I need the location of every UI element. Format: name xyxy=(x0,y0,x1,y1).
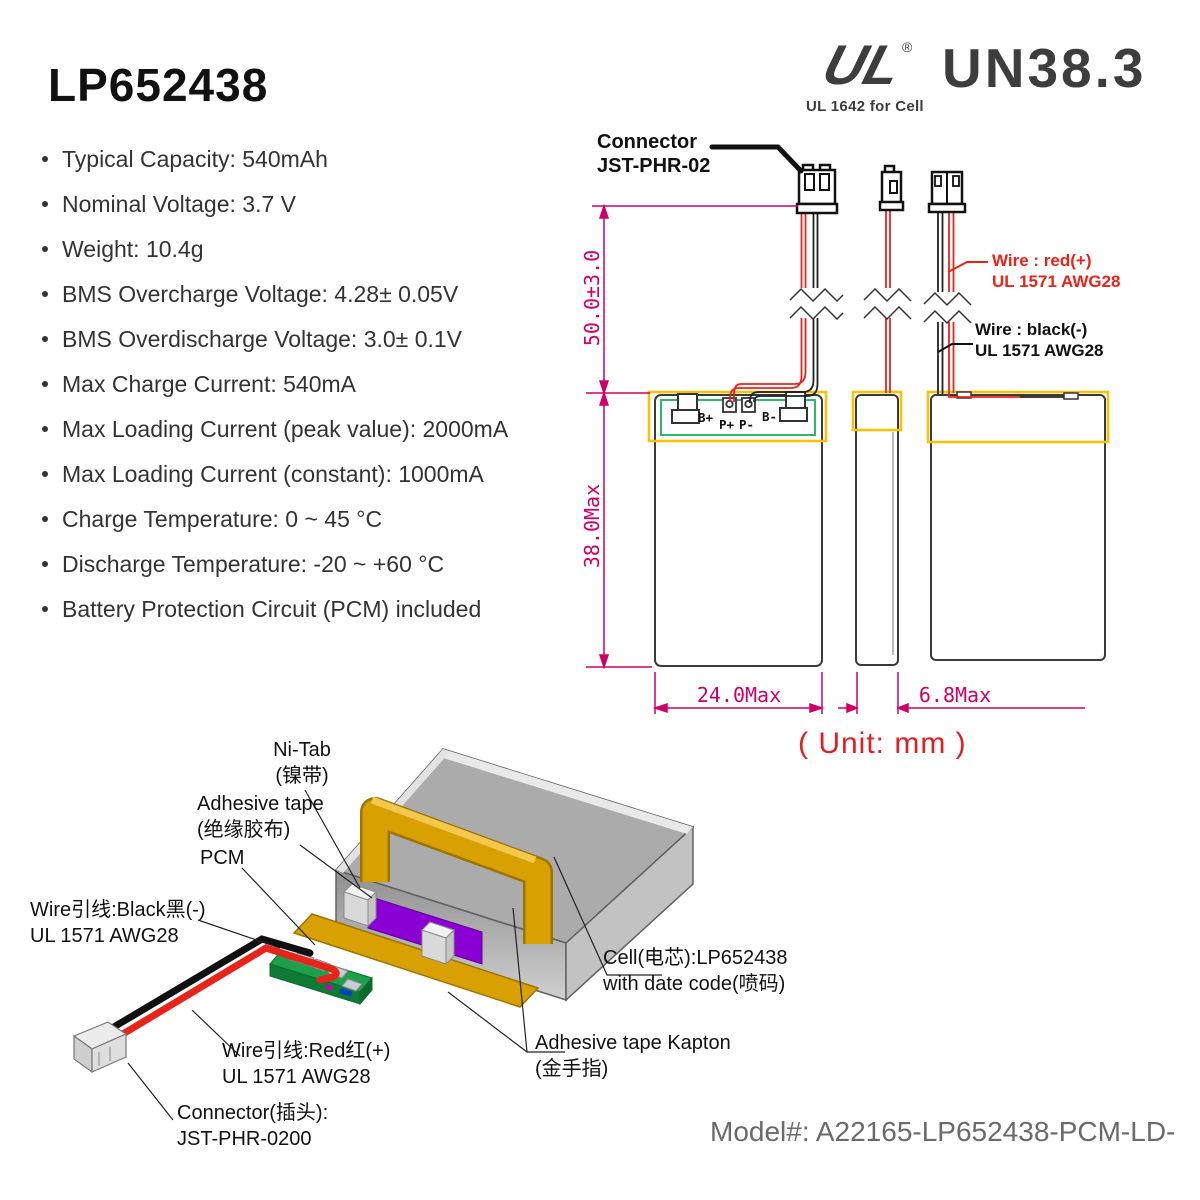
exploded-connector-label: Connector(插头): JST-PHR-0200 xyxy=(177,1102,329,1150)
ul-logo: UL ® xyxy=(806,34,916,97)
page-title: LP652438 xyxy=(48,59,269,111)
b-plus-tab xyxy=(671,393,700,424)
tape-band-side xyxy=(851,390,903,432)
dim-wire-length: 50.0±3.0 xyxy=(580,249,604,347)
spec-item: Max Loading Current (peak value): 2000mA xyxy=(36,414,576,459)
side-wires xyxy=(885,210,891,393)
connector-label: Connector JST-PHR-02 xyxy=(597,131,711,177)
exploded-wire-black-label: Wire引线:Black黑(-) UL 1571 AWG28 xyxy=(30,899,206,947)
adhesive-tape-band xyxy=(360,796,553,944)
wire-red-leader xyxy=(947,261,988,273)
ni-tab-block-2 xyxy=(421,921,455,966)
wire-black-leader xyxy=(937,343,973,353)
back-break-symbol xyxy=(923,291,972,325)
battery-front-view xyxy=(647,144,844,667)
battery-back-view xyxy=(923,170,1110,661)
ni-tab-label: Ni-Tab (镍带) xyxy=(273,739,331,787)
exploded-wire-red-label: Wire引线:Red红(+) UL 1571 AWG28 xyxy=(222,1040,391,1088)
front-wires xyxy=(729,212,819,403)
tape-band-front xyxy=(647,390,828,443)
spec-item: Charge Temperature: 0 ~ 45 °C xyxy=(36,504,576,549)
exploded-connector xyxy=(72,1021,128,1074)
dim-height: 38.0Max xyxy=(580,483,604,569)
dimension-lines xyxy=(586,203,1085,714)
side-break-symbol xyxy=(863,287,912,321)
spec-item: BMS Overdischarge Voltage: 3.0± 0.1V xyxy=(36,324,576,369)
connector-leader xyxy=(709,144,804,174)
spec-item: Nominal Voltage: 3.7 V xyxy=(36,189,576,234)
pad-p-minus: P- xyxy=(739,417,755,432)
pcm-label: PCM xyxy=(200,847,245,869)
pcm-board-outline xyxy=(660,399,816,436)
p-minus-lug xyxy=(741,397,756,413)
wire-red-label: Wire : red(+) UL 1571 AWG28 xyxy=(992,251,1121,291)
ul-caption: UL 1642 for Cell xyxy=(806,98,924,115)
spec-list: Typical Capacity: 540mAh Nominal Voltage… xyxy=(36,144,576,639)
label-leaders xyxy=(127,789,662,1121)
spec-item: Discharge Temperature: -20 ~ +60 °C xyxy=(36,549,576,594)
connector-front-view xyxy=(795,163,839,215)
exploded-wire-black xyxy=(93,935,314,1041)
pad-p-plus: P+ xyxy=(719,417,735,432)
front-break-symbol xyxy=(789,287,844,321)
model-number: Model#: A22165-LP652438-PCM-LD- xyxy=(710,1116,1176,1147)
kapton-tape-strip xyxy=(292,913,540,1008)
registered-mark-icon: ® xyxy=(902,39,913,55)
exploded-wire-red xyxy=(99,944,340,1050)
pad-b-minus: B- xyxy=(762,409,778,424)
dim-width: 24.0Max xyxy=(696,683,782,707)
wire-black-label: Wire : black(-) UL 1571 AWG28 xyxy=(975,320,1104,360)
kapton-label: Adhesive tape Kapton (金手指) xyxy=(535,1032,731,1080)
unit-note: ( Unit: mm ) xyxy=(798,727,967,760)
battery-side-view xyxy=(851,164,912,666)
adhesive-tape-label: Adhesive tape (绝缘胶布) xyxy=(197,793,324,841)
spec-item: Max Loading Current (constant): 1000mA xyxy=(36,459,576,504)
un38-label: UN38.3 xyxy=(942,37,1147,99)
tape-band-back xyxy=(926,390,1110,444)
spec-item: Max Charge Current: 540mA xyxy=(36,369,576,414)
dim-thickness: 6.8Max xyxy=(918,683,992,707)
spec-item: Weight: 10.4g xyxy=(36,234,576,279)
connector-back-view xyxy=(927,170,967,214)
connector-side-view xyxy=(878,164,905,212)
spec-item: Battery Protection Circuit (PCM) include… xyxy=(36,594,576,639)
back-wires xyxy=(937,210,1064,398)
ni-tab-block-1 xyxy=(343,883,377,928)
spec-item: BMS Overcharge Voltage: 4.28± 0.05V xyxy=(36,279,576,324)
p-plus-lug xyxy=(722,397,737,413)
cell-label: Cell(电芯):LP652438 with date code(喷码) xyxy=(603,947,788,995)
svg-text:UL: UL xyxy=(816,34,909,97)
spec-item: Typical Capacity: 540mAh xyxy=(36,144,576,189)
pad-b-plus: B+ xyxy=(698,410,714,425)
exploded-view xyxy=(72,748,695,1121)
